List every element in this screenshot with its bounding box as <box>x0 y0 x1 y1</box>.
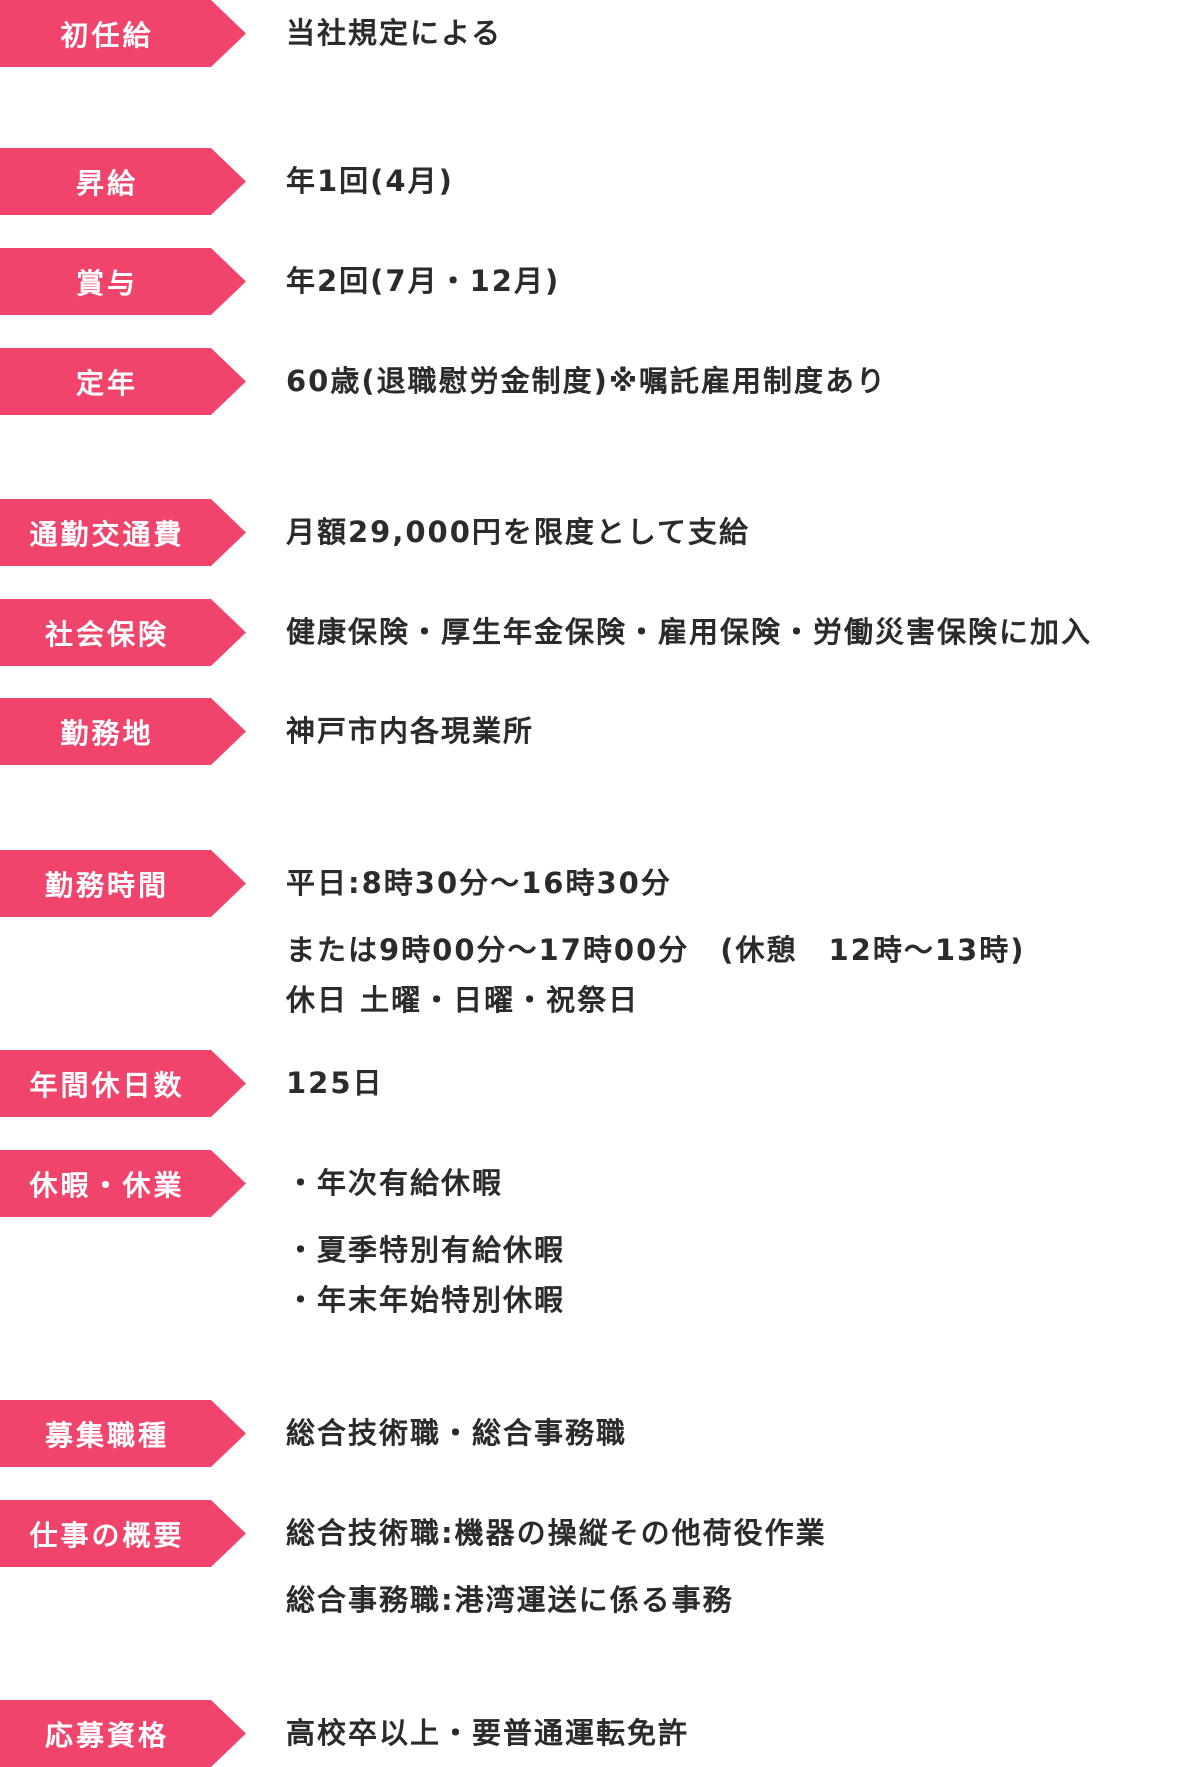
row-value: 125日 <box>286 1050 384 1117</box>
value-line: 平日:8時30分〜16時30分 <box>286 866 672 900</box>
row-label: 昇給 <box>0 148 246 215</box>
value-line: 休日 土曜・日曜・祝祭日 <box>286 983 640 1017</box>
value-line: 健康保険・厚生年金保険・雇用保険・労働災害保険に加入 <box>286 615 1093 649</box>
row-label: 休暇・休業 <box>0 1150 246 1217</box>
value-line: 60歳(退職慰労金制度)※嘱託雇用制度あり <box>286 364 888 398</box>
row-label: 仕事の概要 <box>0 1500 246 1567</box>
row-label: 定年 <box>0 348 246 415</box>
row-label: 応募資格 <box>0 1700 246 1767</box>
row-label: 賞与 <box>0 248 246 315</box>
row-label: 勤務地 <box>0 698 246 765</box>
value-line: 高校卒以上・要普通運転免許 <box>286 1716 690 1750</box>
row-value: 高校卒以上・要普通運転免許 <box>286 1700 689 1767</box>
value-line: 総合事務職:港湾運送に係る事務 <box>286 1583 734 1617</box>
row-label: 募集職種 <box>0 1400 246 1467</box>
value-line: 神戸市内各現業所 <box>286 714 535 748</box>
value-line: または9時00分〜17時00分 (休憩 12時〜13時) <box>286 933 1026 967</box>
row-value: 平日:8時30分〜16時30分 または9時00分〜17時00分 (休憩 12時〜… <box>286 850 1025 1017</box>
value-line: 当社規定による <box>286 16 503 50</box>
row-value: 年1回(4月) <box>286 148 454 215</box>
row-label: 初任給 <box>0 0 246 67</box>
value-line: ・年末年始特別休暇 <box>286 1283 566 1317</box>
value-line: 年1回(4月) <box>286 164 454 198</box>
row-value: 月額29,000円を限度として支給 <box>286 499 750 566</box>
row-value: 年2回(7月・12月) <box>286 248 560 315</box>
row-value: 総合技術職:機器の操縦その他荷役作業 総合事務職:港湾運送に係る事務 <box>286 1500 827 1617</box>
row-label: 通勤交通費 <box>0 499 246 566</box>
row-value: ・年次有給休暇 ・夏季特別有給休暇 ・年末年始特別休暇 <box>286 1150 565 1317</box>
value-line: ・夏季特別有給休暇 <box>286 1233 566 1267</box>
row-value: 健康保険・厚生年金保険・雇用保険・労働災害保険に加入 <box>286 599 1092 666</box>
row-label: 勤務時間 <box>0 850 246 917</box>
value-line: 総合技術職:機器の操縦その他荷役作業 <box>286 1516 827 1550</box>
row-value: 神戸市内各現業所 <box>286 698 534 765</box>
row-value: 総合技術職・総合事務職 <box>286 1400 627 1467</box>
row-label: 社会保険 <box>0 599 246 666</box>
value-line: ・年次有給休暇 <box>286 1166 504 1200</box>
value-line: 月額29,000円を限度として支給 <box>286 515 751 549</box>
row-value: 当社規定による <box>286 0 502 67</box>
row-label: 年間休日数 <box>0 1050 246 1117</box>
value-line: 年2回(7月・12月) <box>286 264 561 298</box>
value-line: 125日 <box>286 1066 384 1100</box>
row-value: 60歳(退職慰労金制度)※嘱託雇用制度あり <box>286 348 887 415</box>
value-line: 総合技術職・総合事務職 <box>286 1416 628 1450</box>
